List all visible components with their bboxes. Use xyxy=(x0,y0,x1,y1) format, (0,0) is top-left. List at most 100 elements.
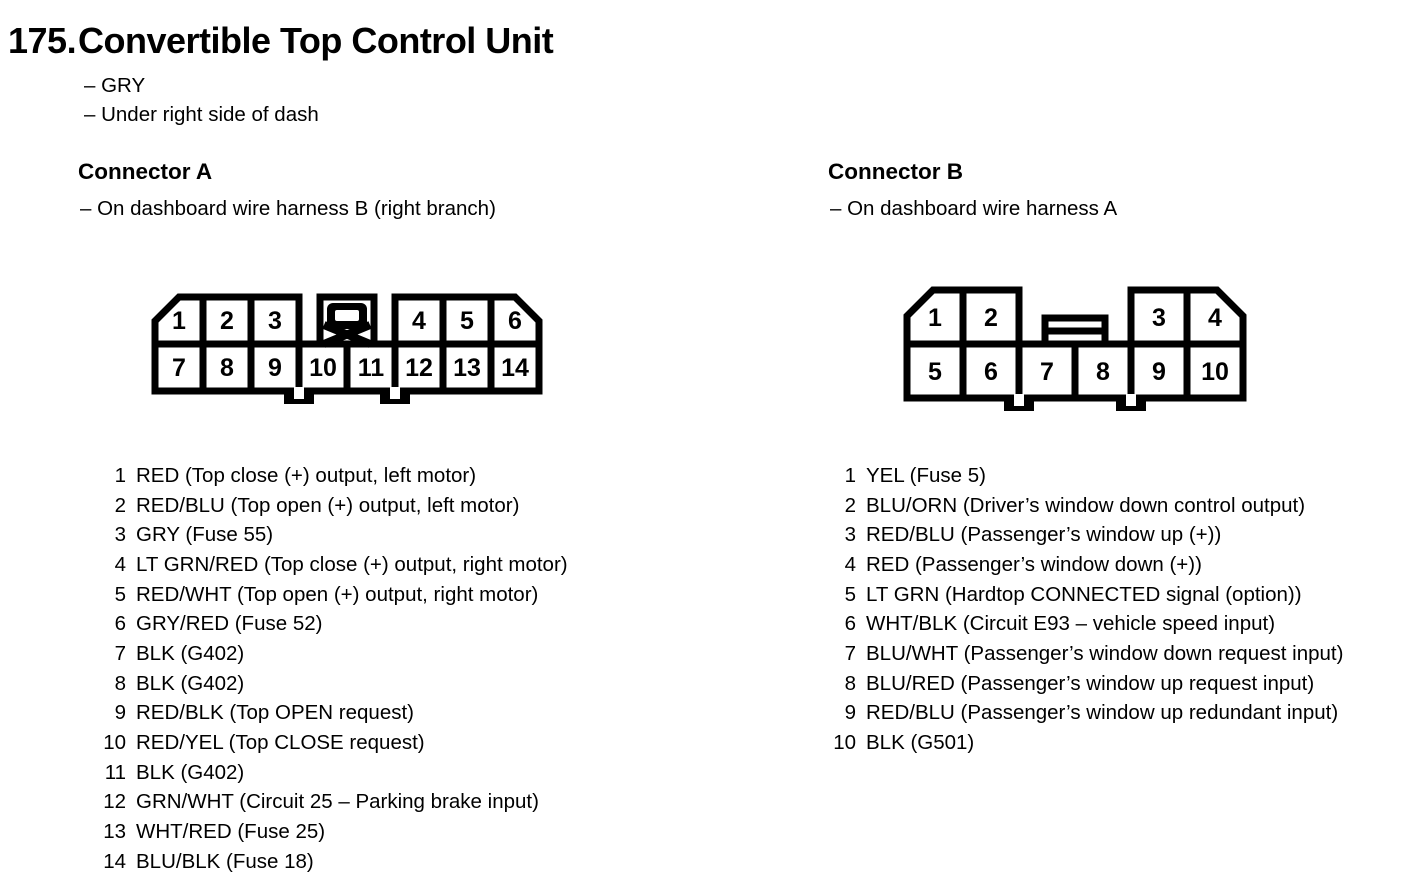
pin-list-number: 1 xyxy=(114,463,126,487)
pin-list-description: LT GRN (Hardtop CONNECTED signal (option… xyxy=(866,582,1302,606)
pin-list-description: BLK (G402) xyxy=(136,760,245,784)
pin-row: 5 RED/WHT (Top open (+) output, right mo… xyxy=(98,580,568,610)
pin-number: 11 xyxy=(358,354,385,382)
pin-row: 1 YEL (Fuse 5) xyxy=(828,461,1343,491)
pin-number: 5 xyxy=(460,307,474,335)
pin-number: 3 xyxy=(268,307,282,335)
pin-row: 3 GRY (Fuse 55) xyxy=(98,520,568,550)
pin-row: 6 WHT/BLK (Circuit E93 – vehicle speed i… xyxy=(828,609,1343,639)
unit-notes: – GRY – Under right side of dash xyxy=(84,72,319,129)
pin-list-number: 9 xyxy=(114,701,126,725)
pin-row: 11 BLK (G402) xyxy=(98,758,568,788)
pin-list-number: 4 xyxy=(844,552,856,576)
pin-row: 4 LT GRN/RED (Top close (+) output, righ… xyxy=(98,550,568,580)
pin-number: 6 xyxy=(508,307,522,335)
pin-list-number: 1 xyxy=(844,463,856,487)
pin-row: 8 BLU/RED (Passenger’s window up request… xyxy=(828,669,1343,699)
unit-note-location: – Under right side of dash xyxy=(84,102,319,126)
pin-list-description: BLU/BLK (Fuse 18) xyxy=(136,849,314,873)
pin-list-description: GRY/RED (Fuse 52) xyxy=(136,612,323,636)
pin-number: 10 xyxy=(309,354,337,382)
pin-row: 7 BLK (G402) xyxy=(98,639,568,669)
pin-row: 3 RED/BLU (Passenger’s window up (+)) xyxy=(828,520,1343,550)
pin-list-description: RED/WHT (Top open (+) output, right moto… xyxy=(136,582,539,606)
pin-number: 2 xyxy=(220,307,234,335)
pin-list-number: 8 xyxy=(844,671,856,695)
pin-list-description: WHT/BLK (Circuit E93 – vehicle speed inp… xyxy=(866,612,1276,636)
pin-row: 10 RED/YEL (Top CLOSE request) xyxy=(98,728,568,758)
connector-b-note: – On dashboard wire harness A xyxy=(830,197,1118,220)
pin-row: 12 GRN/WHT (Circuit 25 – Parking brake i… xyxy=(98,788,568,818)
pin-list-number: 6 xyxy=(844,612,856,636)
connector-a-pin-list: 1 RED (Top close (+) output, left motor)… xyxy=(98,461,568,877)
pin-list-number: 5 xyxy=(844,582,856,606)
pin-list-description: BLU/WHT (Passenger’s window down request… xyxy=(866,641,1344,665)
pin-list-description: RED/BLU (Passenger’s window up (+)) xyxy=(866,523,1222,547)
pin-number: 2 xyxy=(984,304,998,332)
pin-row: 8 BLK (G402) xyxy=(98,669,568,699)
pin-list-description: RED/BLU (Passenger’s window up redundant… xyxy=(866,701,1339,725)
connector-a-note: – On dashboard wire harness B (right bra… xyxy=(80,197,496,220)
pin-list-number: 10 xyxy=(103,731,126,755)
pin-list-number: 3 xyxy=(114,523,126,547)
pin-number: 8 xyxy=(220,354,234,382)
pin-list-number: 5 xyxy=(114,582,126,606)
connector-b-heading: Connector B xyxy=(828,159,963,184)
pin-list-number: 7 xyxy=(844,641,856,665)
pin-row: 4 RED (Passenger’s window down (+)) xyxy=(828,550,1343,580)
pin-number: 10 xyxy=(1201,358,1229,386)
pin-list-number: 2 xyxy=(114,493,126,517)
pin-list-number: 3 xyxy=(844,523,856,547)
pin-list-number: 2 xyxy=(844,493,856,517)
pin-list-description: YEL (Fuse 5) xyxy=(866,463,987,487)
pin-list-number: 6 xyxy=(114,612,126,636)
pin-row: 2 RED/BLU (Top open (+) output, left mot… xyxy=(98,491,568,521)
pin-row: 1 RED (Top close (+) output, left motor) xyxy=(98,461,568,491)
pin-list-number: 12 xyxy=(103,790,126,814)
pin-list-description: RED (Passenger’s window down (+)) xyxy=(866,552,1202,576)
section-number: 175. xyxy=(8,20,77,61)
mount-notches xyxy=(284,387,410,404)
pin-list-description: GRN/WHT (Circuit 25 – Parking brake inpu… xyxy=(136,790,539,814)
pin-number: 5 xyxy=(928,358,942,386)
pin-number: 7 xyxy=(172,354,186,382)
connector-a-heading: Connector A xyxy=(78,159,213,184)
pin-number: 9 xyxy=(1152,358,1166,386)
pin-list-description: BLU/RED (Passenger’s window up request i… xyxy=(866,671,1315,695)
pin-number: 4 xyxy=(412,307,426,335)
pin-row: 6 GRY/RED (Fuse 52) xyxy=(98,609,568,639)
pin-number: 3 xyxy=(1152,304,1166,332)
pin-list-description: BLK (G402) xyxy=(136,641,245,665)
pin-row: 13 WHT/RED (Fuse 25) xyxy=(98,817,568,847)
pin-number: 1 xyxy=(172,307,186,335)
pin-number: 13 xyxy=(453,354,481,382)
pin-list-description: RED/YEL (Top CLOSE request) xyxy=(136,731,425,755)
page-title: Convertible Top Control Unit xyxy=(78,20,554,61)
connector-a-diagram: 1 2 3 4 5 6 7 8 9 10 11 12 13 14 xyxy=(151,293,543,404)
pin-list-description: RED (Top close (+) output, left motor) xyxy=(136,463,477,487)
pin-list-number: 9 xyxy=(844,701,856,725)
pin-row: 2 BLU/ORN (Driver’s window down control … xyxy=(828,491,1343,521)
pin-number: 12 xyxy=(405,354,433,382)
unit-note-color: – GRY xyxy=(84,74,146,97)
pin-row: 9 RED/BLK (Top OPEN request) xyxy=(98,699,568,729)
pin-list-description: BLK (G402) xyxy=(136,671,245,695)
pin-list-description: RED/BLK (Top OPEN request) xyxy=(136,701,414,725)
pin-number: 4 xyxy=(1208,304,1222,332)
pin-number: 7 xyxy=(1040,358,1054,386)
pin-list-number: 11 xyxy=(104,760,126,784)
pin-list-number: 10 xyxy=(833,731,856,755)
pin-row: 10 BLK (G501) xyxy=(828,728,1343,758)
pin-list-description: BLU/ORN (Driver’s window down control ou… xyxy=(866,493,1306,517)
pin-list-description: BLK (G501) xyxy=(866,731,975,755)
pin-list-description: WHT/RED (Fuse 25) xyxy=(136,820,326,844)
pin-number: 6 xyxy=(984,358,998,386)
pin-row: 7 BLU/WHT (Passenger’s window down reque… xyxy=(828,639,1344,669)
pin-list-description: GRY (Fuse 55) xyxy=(136,523,274,547)
pin-row: 9 RED/BLU (Passenger’s window up redunda… xyxy=(828,699,1343,729)
mount-notches xyxy=(1004,394,1146,411)
latch-icon xyxy=(322,303,372,348)
pin-number: 8 xyxy=(1096,358,1110,386)
pin-list-description: LT GRN/RED (Top close (+) output, right … xyxy=(136,552,568,576)
